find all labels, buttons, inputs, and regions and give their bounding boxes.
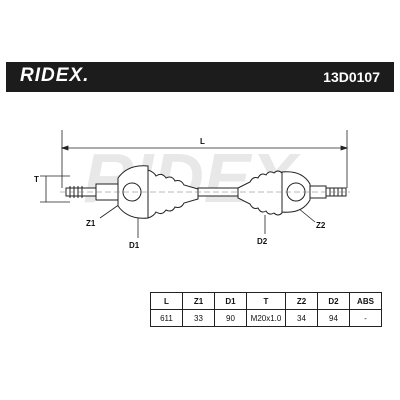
dim-label-thread: T <box>34 175 39 184</box>
brand-logo: RIDEX. <box>20 65 90 86</box>
spec-value-cell: M20x1.0 <box>246 309 286 327</box>
drive-shaft-drawing: RIDEX. <box>34 130 350 250</box>
spec-value-row: 611 33 90 M20x1.0 34 94 - <box>150 309 382 327</box>
header-bar: RIDEX. 13D0107 <box>6 62 394 92</box>
spec-value-cell: 94 <box>317 309 350 327</box>
spec-table: L Z1 D1 T Z2 D2 ABS 611 33 90 M20x1.0 34… <box>150 292 382 327</box>
spec-header-cell: D1 <box>214 292 247 310</box>
part-number: 13D0107 <box>323 69 380 85</box>
dim-label-d2: D2 <box>257 237 268 246</box>
spec-header-row: L Z1 D1 T Z2 D2 ABS <box>150 292 382 310</box>
spec-header-cell: D2 <box>317 292 350 310</box>
dim-label-z2: Z2 <box>316 221 326 230</box>
spec-value-cell: - <box>349 309 382 327</box>
dim-label-length: L <box>200 137 205 146</box>
spec-header-cell: ABS <box>349 292 382 310</box>
dim-label-d1: D1 <box>129 241 140 250</box>
spec-value-cell: 90 <box>214 309 247 327</box>
spec-header-cell: Z2 <box>285 292 318 310</box>
spec-value-cell: 34 <box>285 309 318 327</box>
spec-header-cell: L <box>150 292 183 310</box>
spec-value-cell: 33 <box>182 309 215 327</box>
dim-label-z1: Z1 <box>86 219 96 228</box>
spec-value-cell: 611 <box>150 309 183 327</box>
spec-header-cell: Z1 <box>182 292 215 310</box>
spec-header-cell: T <box>246 292 286 310</box>
